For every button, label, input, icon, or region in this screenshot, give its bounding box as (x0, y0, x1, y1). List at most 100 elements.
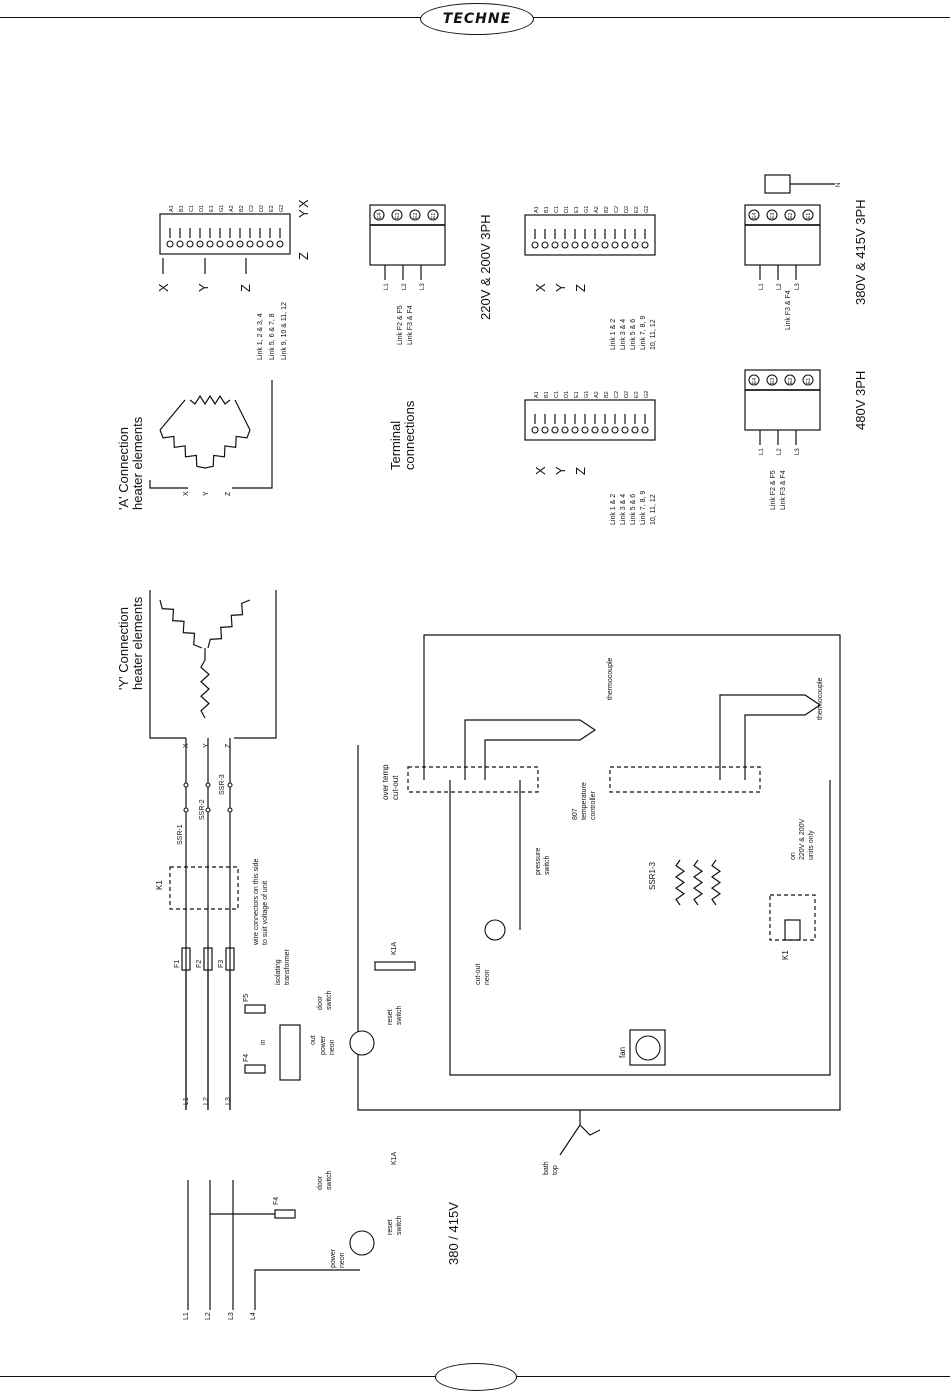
fuse-links-220v: Link F3 & F4 (407, 305, 414, 345)
heater-element-e1 (207, 599, 251, 649)
fuse-links-480v: Link F3 & F4 (780, 470, 787, 510)
temperature-controller (609, 766, 761, 793)
wire-connectors-note: to suit voltage of unit (262, 881, 269, 945)
terminal-screw (256, 240, 264, 248)
k1-coil (784, 919, 801, 941)
page-number-badge (435, 1363, 517, 1391)
over-temp-label: over temp (381, 764, 390, 800)
terminal-label: G2 (644, 206, 650, 213)
line-label: L3 (795, 283, 801, 290)
link-notes-220v: Link 5, 6 & 7, 8 (269, 313, 276, 360)
terminal-label: D1 (564, 206, 570, 213)
terminal-screw (186, 240, 194, 248)
terminal-screw (631, 241, 639, 249)
ssr2-label: SSR-2 (199, 799, 206, 820)
fuse-links-480v: Link F2 & F5 (770, 470, 777, 510)
wire (159, 399, 186, 431)
thermocouple-label-1: thermocouple (607, 657, 614, 700)
terminal-screw (611, 426, 619, 434)
power-neon-label: neon (329, 1039, 336, 1055)
link-notes-380v: Link 3 & 4 (620, 319, 627, 350)
alt-voltage-label: 380 / 415V (446, 1202, 461, 1265)
power-neon-label: power (320, 1035, 327, 1055)
terminal-screw (561, 241, 569, 249)
terminal-screw (551, 426, 559, 434)
terminal-screw (601, 241, 609, 249)
alt-reset-switch-label: switch (396, 1215, 403, 1235)
terminal-label: B2 (239, 205, 245, 212)
fuse-label: E2 (413, 213, 419, 219)
terminal-label: B1 (544, 206, 550, 213)
terminal-screw (541, 241, 549, 249)
fuse-terminal (427, 209, 439, 221)
cut-out-neon-label: neon (484, 969, 491, 985)
thermocouple-label-2: thermocouple (817, 677, 824, 720)
fuse-block-220v (369, 204, 446, 266)
terminal-label: G2 (279, 205, 285, 212)
alt-fuse-f4 (274, 1209, 296, 1219)
link-notes-480v: 10, 11, 12 (650, 494, 657, 525)
alt-l4-label: L4 (250, 1312, 257, 1320)
terminal-label: B1 (179, 205, 185, 212)
fan-box (629, 1029, 666, 1066)
a-node-z: Z (225, 491, 232, 496)
terminal-screw (581, 426, 589, 434)
terminal-label: A1 (534, 206, 540, 213)
terminal-label: D1 (564, 391, 570, 398)
terminal-label: C1 (554, 391, 560, 398)
voltage-220v: 220V & 200V 3PH (478, 214, 493, 320)
terminal-label: A2 (229, 205, 235, 212)
terminal-screw (246, 240, 254, 248)
terminal-z: Z (573, 467, 588, 475)
k1-label: K1 (781, 950, 790, 960)
terminal-label: E1 (574, 206, 580, 213)
alt-power-neon-label: neon (339, 1252, 346, 1268)
door-switch-body (374, 961, 416, 971)
fuse-terminal (748, 209, 760, 221)
terminal-label: D2 (259, 205, 265, 212)
a-node-x: X (183, 491, 190, 496)
link-notes-220v: Link 1, 2 & 3, 4 (257, 313, 264, 360)
line-label: L1 (759, 283, 765, 290)
terminal-block-480v (524, 399, 656, 441)
heater-element-a-left (159, 429, 206, 469)
alt-power-neon (349, 1230, 375, 1256)
terminal-screw (531, 241, 539, 249)
terminal-screw (551, 241, 559, 249)
ssr-coil (692, 859, 704, 906)
heater-element-a-right (204, 429, 251, 469)
neutral-label: N (836, 183, 842, 187)
transformer-in-label: in (260, 1039, 267, 1045)
fuse-block-380v (744, 204, 821, 266)
terminal-screw (236, 240, 244, 248)
terminal-label: A2 (594, 206, 600, 213)
terminal-x: X (533, 283, 548, 292)
ssr-terminal (183, 782, 189, 788)
fuse-label-3: F3 (218, 960, 225, 968)
ssr-coil (674, 859, 686, 906)
on-220v-note: on (790, 852, 797, 860)
terminal-connections-title: Terminal (388, 421, 403, 470)
terminal-screw (226, 240, 234, 248)
on-220v-note: units only (808, 830, 815, 860)
fuse-label: E2 (788, 213, 794, 219)
line-label: L2 (402, 283, 408, 290)
ssr-terminal (227, 807, 233, 813)
alt-reset-switch-label: reset (387, 1219, 394, 1235)
fuse-block-480v (744, 369, 821, 431)
a-connection-title: 'A' Connection (116, 427, 131, 510)
terminal-label: D2 (624, 206, 630, 213)
supply-l2: L2 (203, 1097, 210, 1105)
cut-out-neon-label: cut-out (475, 964, 482, 985)
pressure-switch-label: pressure (535, 848, 542, 875)
terminal-y: Y (196, 283, 211, 292)
fan-icon (635, 1035, 661, 1061)
on-220v-note: 220V & 200V (799, 818, 806, 860)
fuse-label: E4 (752, 213, 758, 219)
terminal-screw (611, 241, 619, 249)
fuse-links-380v: Link F3 & F4 (785, 290, 792, 330)
line-label: L1 (384, 283, 390, 290)
fuse-label: E3 (770, 378, 776, 384)
wire-connectors-note: wire connectors on this side (253, 859, 260, 946)
